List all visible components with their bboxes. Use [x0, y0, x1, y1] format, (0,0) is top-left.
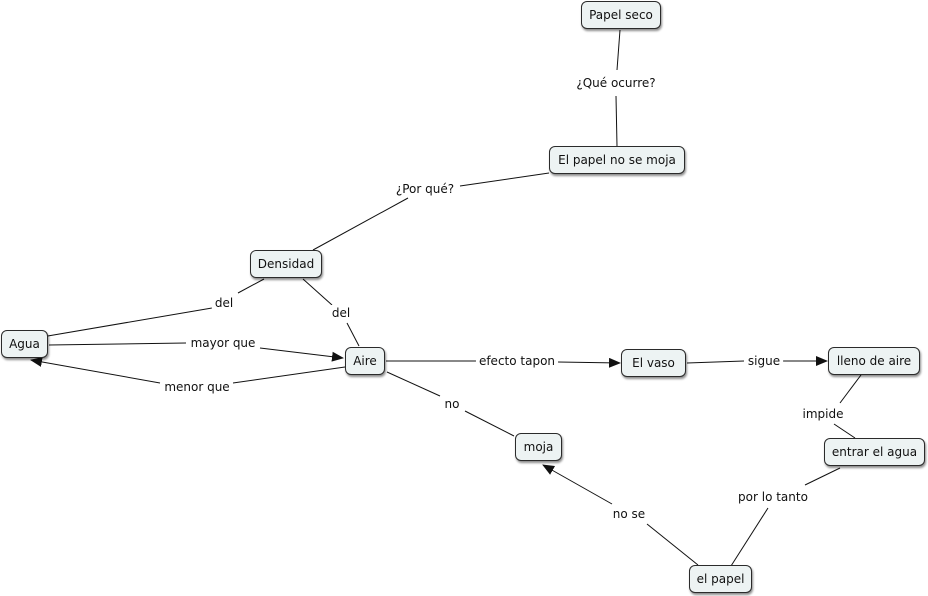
node-agua[interactable]: Agua — [1, 330, 48, 358]
link-label-que-ocurre: ¿Qué ocurre? — [576, 76, 655, 90]
edge-que-ocurre-no-se-moja — [615, 95, 618, 147]
node-moja[interactable]: moja — [515, 433, 562, 461]
edge-por-lo-tanto-el-papel — [730, 507, 769, 567]
edge-del-2-aire — [346, 322, 360, 347]
edge-del-1-agua — [35, 307, 213, 342]
node-aire[interactable]: Aire — [345, 347, 385, 375]
link-label-menor-que: menor que — [164, 380, 229, 394]
link-label-background — [211, 295, 237, 311]
edge-el-papel-no-se — [646, 523, 699, 566]
link-label-background — [735, 489, 811, 505]
link-label-por-lo-tanto: por lo tanto — [738, 490, 808, 504]
node-el-papel-no-se-moja[interactable]: El papel no se moja — [549, 146, 685, 174]
link-label-del-1: del — [215, 296, 233, 310]
link-label-background — [475, 353, 559, 369]
node-el-papel[interactable]: el papel — [689, 565, 752, 593]
link-label-por-que: ¿Por qué? — [396, 182, 454, 196]
node-entrar-el-agua[interactable]: entrar el agua — [824, 438, 925, 466]
link-label-background — [187, 335, 259, 351]
link-label-no-se: no se — [613, 507, 645, 521]
link-label-background — [573, 75, 659, 91]
link-label-sigue: sigue — [748, 354, 780, 368]
node-densidad[interactable]: Densidad — [250, 250, 322, 278]
edge-agua-mayor-que — [48, 342, 187, 346]
link-label-background — [609, 506, 649, 522]
link-label-background — [328, 305, 354, 321]
link-label-background — [441, 396, 463, 412]
edge-efecto-tapon-vaso — [557, 357, 621, 368]
edge-por-que-densidad — [312, 197, 409, 251]
link-label-del-2: del — [332, 306, 350, 320]
link-label-impide: impide — [803, 407, 844, 421]
edge-impide-entrar — [833, 423, 856, 439]
edge-mayor-que-aire — [259, 347, 344, 362]
link-label-efecto-tapon: efecto tapon — [479, 354, 555, 368]
link-label-background — [392, 181, 458, 197]
node-lleno-de-aire[interactable]: lleno de aire — [828, 347, 920, 375]
edge-papel-seco-que-ocurre — [616, 29, 621, 71]
edge-vaso-sigue — [686, 360, 745, 364]
edge-aire-menor-que — [232, 366, 346, 384]
link-label-mayor-que: mayor que — [191, 336, 256, 350]
link-label-no: no — [445, 397, 460, 411]
edge-entrar-por-lo-tanto — [804, 467, 841, 486]
edge-densidad-del-1 — [237, 278, 265, 294]
edge-no-se-moja-arrow — [542, 464, 613, 505]
link-label-background — [799, 406, 847, 422]
edge-aire-no — [386, 371, 441, 397]
edge-menor-que-agua — [30, 357, 161, 384]
node-papel-seco[interactable]: Papel seco — [581, 1, 661, 29]
edge-densidad-del-2 — [302, 278, 333, 306]
edge-lleno-impide — [839, 374, 862, 404]
link-label-background — [161, 379, 233, 395]
node-el-vaso[interactable]: El vaso — [621, 349, 686, 377]
edge-no-se-moja-por-que — [459, 172, 550, 187]
link-label-background — [744, 353, 784, 369]
edge-no-moja — [464, 410, 515, 437]
